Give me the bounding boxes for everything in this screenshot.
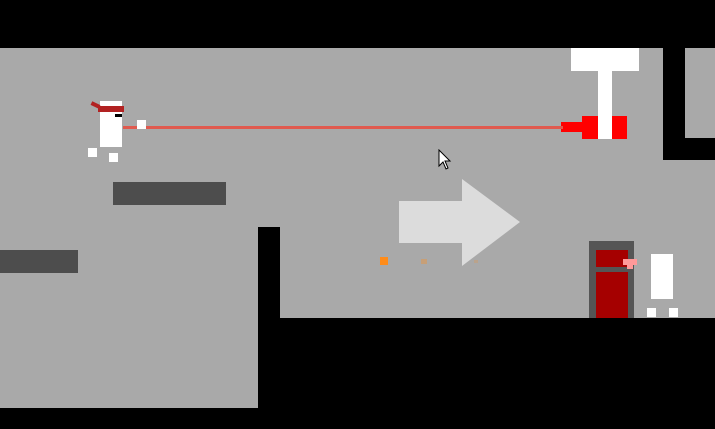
exit-door-top-panel	[596, 250, 628, 267]
arrow-right-icon	[399, 179, 520, 266]
right-wall-column	[663, 48, 685, 160]
floating-platform-upper	[113, 182, 226, 205]
floating-platform-left	[0, 250, 78, 273]
exit-door-handle	[623, 259, 637, 265]
floor-block	[258, 318, 715, 429]
spark-particle	[380, 257, 388, 265]
laser-beam	[123, 126, 563, 129]
guard-body	[651, 254, 673, 299]
player-body	[100, 101, 122, 147]
mouse-pointer-icon	[438, 149, 452, 170]
exit-door-bottom-panel	[596, 272, 628, 318]
exit-door-handle-knob	[627, 265, 633, 269]
spark-particle	[474, 260, 478, 263]
guard-character[interactable]	[646, 254, 680, 318]
laser-emitter-nozzle	[561, 122, 583, 132]
right-wall-ledge	[663, 138, 715, 160]
guard-foot-right	[669, 308, 678, 317]
exit-door[interactable]	[589, 241, 637, 318]
turret-mount-plate	[571, 48, 639, 71]
spark-particle	[421, 259, 427, 264]
player-character[interactable]	[88, 100, 148, 164]
player-headband-tail	[90, 101, 101, 109]
player-headband	[98, 106, 124, 112]
laser-emitter-core	[598, 116, 612, 139]
player-foot-left	[88, 148, 97, 157]
player-hand	[137, 120, 146, 129]
player-foot-right	[109, 153, 118, 162]
player-eye	[115, 114, 122, 117]
guard-foot-left	[647, 308, 656, 317]
